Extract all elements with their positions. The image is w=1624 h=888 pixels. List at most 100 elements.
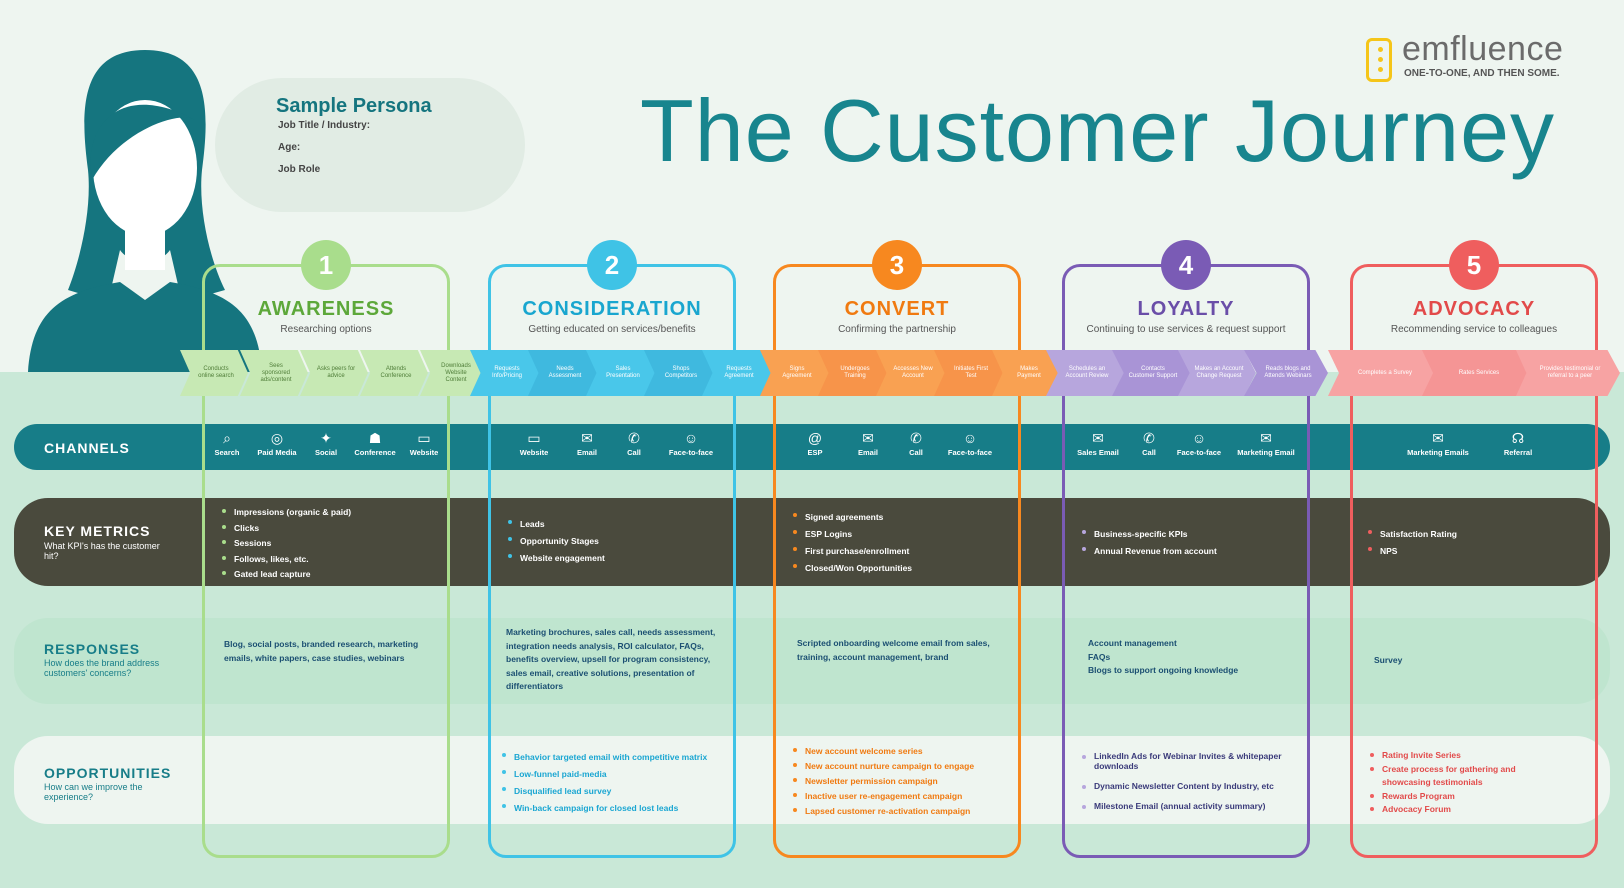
metrics-label: KEY METRICS xyxy=(44,523,151,539)
channel-label: Face-to-face xyxy=(668,448,714,457)
email-icon: ✉ xyxy=(862,430,874,446)
opportunity-item: Low-funnel paid-media xyxy=(502,766,707,783)
chat-icon: ☺ xyxy=(1191,430,1207,446)
metrics-band xyxy=(14,498,1610,586)
channel-label: Call xyxy=(1142,448,1156,457)
phase-3-responses: Scripted onboarding welcome email from s… xyxy=(797,638,990,662)
step: Requests Agreement xyxy=(702,350,772,396)
step: Makes an Account Change Request xyxy=(1178,350,1256,396)
channel-label: Paid Media xyxy=(257,448,297,457)
chat-icon: ☺ xyxy=(683,430,699,446)
channel-label: Marketing Emails xyxy=(1407,448,1469,457)
persona-field-job-role: Job Role xyxy=(278,164,321,175)
channel-label: Marketing Email xyxy=(1237,448,1295,457)
persona-field-age: Age: xyxy=(278,142,301,153)
channel-label: Search xyxy=(214,448,240,457)
channel-label: Call xyxy=(627,448,641,457)
step: Attends Conference xyxy=(360,350,428,396)
referral-icon: ☊ xyxy=(1511,430,1525,446)
channel-call: ✆ Call xyxy=(886,430,946,457)
metric-item: Signed agreements xyxy=(793,509,912,526)
channel-label: ESP xyxy=(807,448,823,457)
opportunity-item: LinkedIn Ads for Webinar Invites & white… xyxy=(1082,751,1302,771)
phase-5-metrics: Satisfaction Rating NPS xyxy=(1368,526,1457,560)
phase-5-title: ADVOCACY xyxy=(1412,298,1536,320)
channel-label: Website xyxy=(519,448,549,457)
opportunity-item: Inactive user re-engagement campaign xyxy=(793,789,974,804)
channel-search: ⌕Search xyxy=(197,430,257,457)
phase-4-opportunities: LinkedIn Ads for Webinar Invites & white… xyxy=(1082,751,1302,811)
metrics-sublabel: What KPI's has the customer hit? xyxy=(44,541,160,561)
channel-email: ✉ Email xyxy=(838,430,898,457)
website-icon: ▭ xyxy=(527,430,541,446)
channel-label: Face-to-face xyxy=(947,448,993,457)
metric-item: Leads xyxy=(508,516,605,533)
conference-icon: ☗ xyxy=(368,430,382,446)
email-icon: ✉ xyxy=(1092,430,1104,446)
responses-sublabel: How does the brand address customers' co… xyxy=(44,658,160,678)
step: Schedules an Account Review xyxy=(1046,350,1124,396)
channel-label: Conference xyxy=(354,448,396,457)
metric-item: Gated lead capture xyxy=(222,567,351,583)
phase-5-opportunities: Rating Invite Series Create process for … xyxy=(1370,749,1560,817)
opportunity-item: Win-back campaign for closed lost leads xyxy=(502,800,707,817)
channel-label: Website xyxy=(409,448,439,457)
opportunities-label: OPPORTUNITIES xyxy=(44,765,172,781)
call-icon: ✆ xyxy=(910,430,922,446)
call-icon: ✆ xyxy=(628,430,640,446)
metric-item: First purchase/enrollment xyxy=(793,543,912,560)
esp-icon: @ xyxy=(807,430,823,446)
opportunity-item: Newsletter permission campaign xyxy=(793,774,974,789)
channel-label: Social xyxy=(314,448,338,457)
channel-label: Sales Email xyxy=(1077,448,1119,457)
channel-sales-email: ✉ Sales Email xyxy=(1068,430,1128,457)
metric-item: Website engagement xyxy=(508,550,605,567)
social-icon: ✦ xyxy=(320,430,332,446)
brand-tagline: ONE-TO-ONE, AND THEN SOME. xyxy=(1404,68,1560,79)
opportunity-item: New account welcome series xyxy=(793,744,974,759)
channel-label: Call xyxy=(909,448,923,457)
phase-5-number: 5 xyxy=(1449,240,1499,290)
metric-item: Follows, likes, etc. xyxy=(222,552,351,568)
page-title: The Customer Journey xyxy=(640,81,1556,180)
opportunity-item: Advocacy Forum xyxy=(1370,803,1560,817)
channel-label: Email xyxy=(576,448,597,457)
channel-label: Face-to-face xyxy=(1176,448,1222,457)
phase-1-responses: Blog, social posts, branded research, ma… xyxy=(224,639,419,663)
opportunity-item: Create process for gathering and showcas… xyxy=(1370,763,1560,790)
metric-item: Satisfaction Rating xyxy=(1368,526,1457,543)
channel-social: ✦ Social xyxy=(296,430,356,457)
phase-2-responses: Marketing brochures, sales call, needs a… xyxy=(506,627,716,691)
brand-name: emfluence xyxy=(1402,30,1564,68)
metric-item: Business-specific KPIs xyxy=(1082,526,1217,543)
phase-1-metrics: Impressions (organic & paid) Clicks Sess… xyxy=(222,505,351,583)
opportunity-item: Rating Invite Series xyxy=(1370,749,1560,763)
phase-3-metrics: Signed agreements ESP Logins First purch… xyxy=(793,509,912,577)
step: Accesses New Account xyxy=(876,350,946,396)
channel-website: ▭ Website xyxy=(394,430,454,457)
channel-label: Email xyxy=(857,448,878,457)
email-icon: ✉ xyxy=(1432,430,1444,446)
channel-label: Referral xyxy=(1503,448,1533,457)
metric-item: Closed/Won Opportunities xyxy=(793,560,912,577)
step: Reads blogs and Attends Webinars xyxy=(1244,350,1328,396)
step: Undergoes Training xyxy=(818,350,888,396)
phase-3-subtitle: Confirming the partnership xyxy=(838,324,956,335)
phase-2-number: 2 xyxy=(587,240,637,290)
opportunity-item: New account nurture campaign to engage xyxy=(793,759,974,774)
chat-icon: ☺ xyxy=(962,430,978,446)
website-icon: ▭ xyxy=(417,430,431,446)
phase-3-number: 3 xyxy=(872,240,922,290)
step: Completes a Survey xyxy=(1328,350,1438,396)
email-icon: ✉ xyxy=(581,430,593,446)
opportunity-item: Milestone Email (annual activity summary… xyxy=(1082,801,1302,811)
channel-call: ✆ Call xyxy=(604,430,664,457)
step: Initiates First Test xyxy=(934,350,1004,396)
channel-website: ▭ Website xyxy=(504,430,564,457)
metric-item: Annual Revenue from account xyxy=(1082,543,1217,560)
metric-item: Clicks xyxy=(222,521,351,537)
phase-2-metrics: Leads Opportunity Stages Website engagem… xyxy=(508,516,605,567)
phase-2-opportunities: Behavior targeted email with competitive… xyxy=(502,749,707,817)
opportunity-item: Behavior targeted email with competitive… xyxy=(502,749,707,766)
step: Requests Info/Pricing xyxy=(470,350,540,396)
